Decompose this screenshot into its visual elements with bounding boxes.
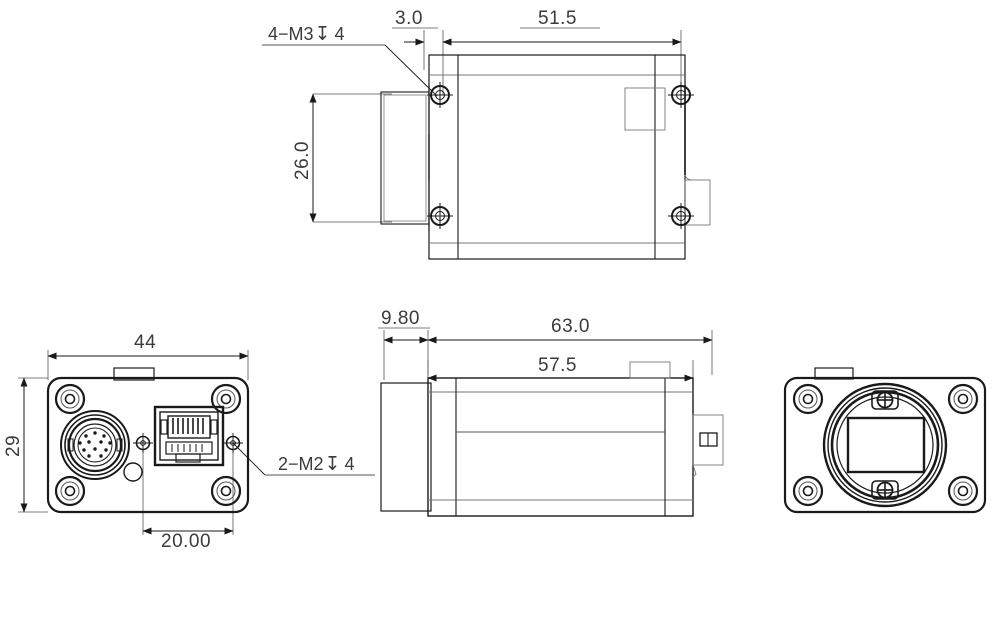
dim-51-5: 51.5: [442, 8, 682, 46]
corner-screw: [210, 383, 242, 415]
rear-corner-screws: [54, 383, 242, 507]
top-view: 3.0 51.5 26.0 4−M3↧4: [262, 8, 711, 260]
dim-63-0: 63.0: [427, 316, 713, 344]
note-4m3-label: 4−M3↧4: [268, 24, 344, 45]
dim-20-00-label: 20.00: [161, 531, 211, 552]
dim-3-0: 3.0: [392, 8, 463, 46]
dim-29-label: 29: [3, 435, 24, 457]
dim-9-80: 9.80: [378, 308, 430, 344]
lens-retaining-screws: [871, 390, 899, 500]
circular-connector: [60, 410, 130, 480]
rear-tab: [113, 367, 155, 381]
dim-26-0: 26.0: [292, 93, 392, 223]
note-2m2-label: 2−M2↧4: [278, 454, 354, 475]
rj45-pins: [172, 418, 204, 434]
sensor-window: [846, 416, 926, 474]
phillips-screw: [871, 390, 899, 410]
top-view-body: [428, 54, 686, 260]
front-view: [783, 367, 987, 514]
corner-screw: [792, 475, 824, 507]
mounting-hole: [427, 82, 453, 108]
mounting-hole: [668, 82, 694, 108]
note-2m2: 2−M2↧4: [232, 442, 375, 476]
connector-pins: [78, 431, 112, 458]
corner-screw: [947, 383, 979, 415]
mounting-hole: [668, 203, 694, 229]
dim-44: 44: [47, 332, 249, 360]
side-view: 9.80 63.0 57.5: [378, 308, 724, 517]
dim-57-5: 57.5: [427, 355, 694, 382]
front-face-plate: [783, 376, 987, 514]
corner-screw: [792, 383, 824, 415]
dim-29: 29: [3, 377, 28, 513]
rear-face-plate: [46, 376, 250, 514]
corner-screw: [54, 475, 86, 507]
top-view-extension-lines: [423, 30, 682, 95]
top-view-connector-block: [624, 85, 711, 226]
front-tab: [814, 367, 854, 380]
side-view-lens-barrel: [380, 382, 432, 512]
side-view-body: [427, 361, 694, 517]
dim-3-0-label: 3.0: [395, 8, 423, 29]
corner-screw: [54, 383, 86, 415]
rj45-connector: [153, 405, 225, 467]
top-view-lens-barrel: [380, 91, 430, 225]
dim-63-0-label: 63.0: [551, 316, 590, 337]
rj45-lower-pins: [171, 444, 203, 452]
front-corner-screws: [792, 383, 979, 507]
rear-view: 44 29 20.00 2−M2↧4: [3, 332, 375, 552]
corner-screw: [947, 475, 979, 507]
dim-9-80-label: 9.80: [381, 308, 420, 329]
mounting-hole: [427, 203, 453, 229]
m2-hole: [133, 433, 153, 453]
dim-57-5-label: 57.5: [538, 355, 577, 376]
dim-51-5-label: 51.5: [538, 8, 577, 29]
alignment-pin-hole: [123, 462, 143, 482]
note-4m3: 4−M3↧4: [262, 24, 438, 97]
corner-screw: [210, 475, 242, 507]
dim-44-label: 44: [134, 332, 156, 353]
dim-26-0-label: 26.0: [292, 141, 313, 180]
rear-m2-holes: [133, 433, 243, 453]
m2-hole: [223, 433, 243, 453]
side-view-rear-housing: [692, 414, 724, 478]
top-view-mounting-holes: [427, 82, 694, 229]
dim-20-00: 20.00: [142, 527, 234, 552]
phillips-screw: [871, 480, 899, 500]
